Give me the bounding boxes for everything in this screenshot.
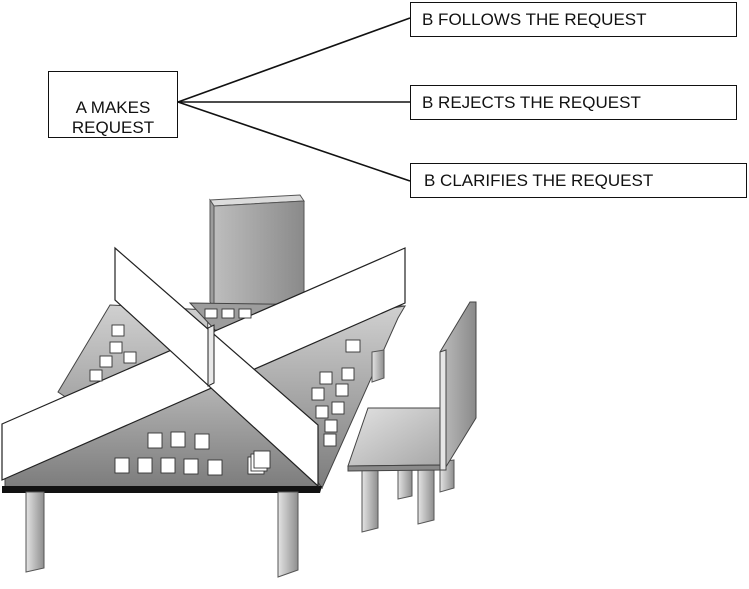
response-box-rejects: B REJECTS THE REQUEST — [410, 85, 737, 120]
connector-line-clarifies — [177, 101, 411, 182]
picture-card-icon — [89, 324, 137, 382]
back-partition-icon — [209, 194, 305, 310]
picture-card-icon — [204, 308, 252, 319]
card-stack-icon — [247, 450, 271, 475]
response-box-follows: B FOLLOWS THE REQUEST — [410, 2, 737, 37]
request-label: A MAKES REQUEST — [71, 98, 155, 137]
response-box-clarifies: B CLARIFIES THE REQUEST — [410, 163, 747, 198]
picture-card-icon — [311, 339, 361, 447]
picture-cards — [89, 308, 361, 476]
picture-card-icon — [114, 431, 223, 476]
response-label-rejects: B REJECTS THE REQUEST — [422, 93, 641, 112]
table-legs — [25, 349, 385, 578]
chair-icon — [347, 301, 477, 533]
response-label-follows: B FOLLOWS THE REQUEST — [422, 10, 647, 29]
request-box: A MAKES REQUEST — [48, 71, 178, 138]
connector-line-follows — [177, 17, 411, 103]
partition-icon — [1, 246, 406, 488]
response-label-clarifies: B CLARIFIES THE REQUEST — [424, 171, 654, 190]
